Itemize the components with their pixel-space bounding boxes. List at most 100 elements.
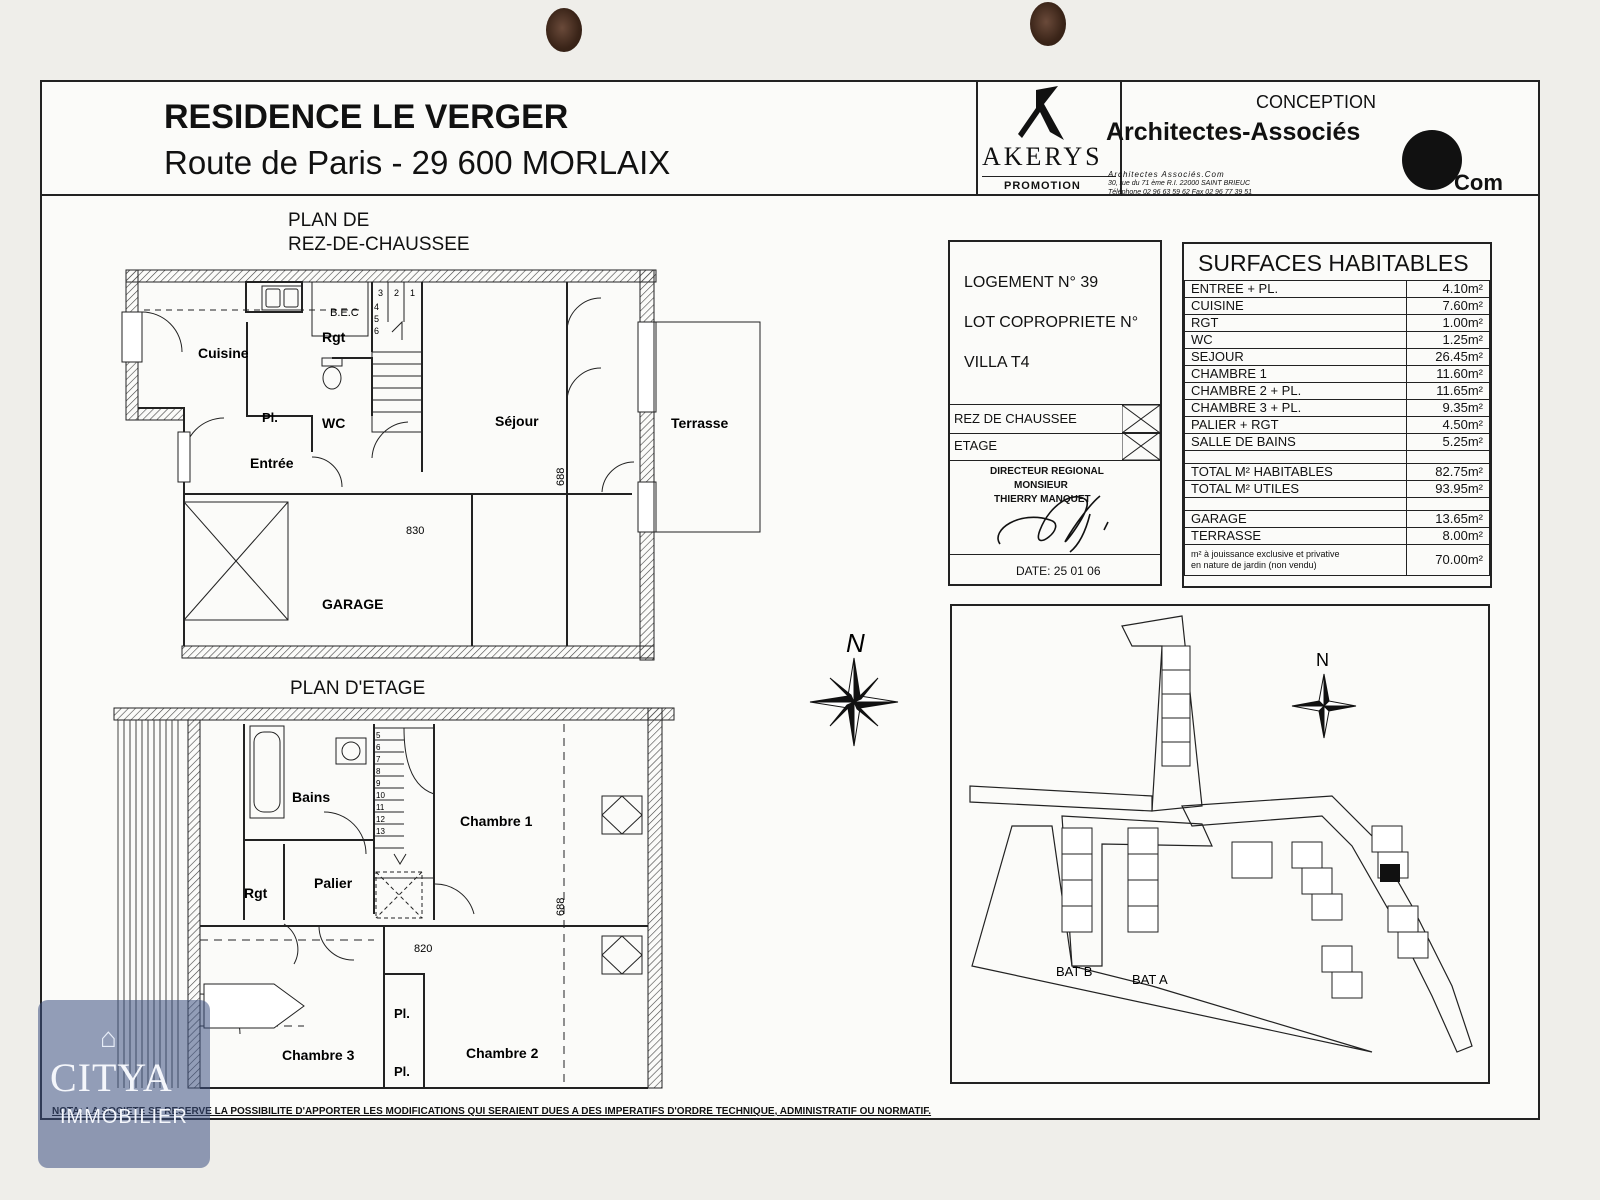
chambre3-window	[203, 983, 305, 1029]
surface-label: ENTREE + PL.	[1184, 280, 1407, 298]
ground-interior-walls	[138, 281, 632, 646]
dimension-688-ground: 688	[555, 468, 567, 486]
citya-watermark: ⌂ CITYA IMMOBILIER	[38, 1000, 210, 1168]
director-line-3: THIERRY MANQUET	[994, 494, 1091, 505]
rdc-check-box	[1122, 405, 1160, 433]
garden-value: 70.00m²	[1405, 544, 1491, 576]
room-palier: Palier	[314, 875, 353, 891]
dimension-830: 830	[406, 525, 424, 537]
residence-title: RESIDENCE LE VERGER	[164, 98, 569, 136]
stair-step-2: 2	[394, 288, 399, 298]
upper-stair-10: 10	[376, 791, 385, 800]
upper-stair-7: 7	[376, 755, 381, 764]
lot-copropriete: LOT COPROPRIETE N°	[964, 314, 1139, 331]
developer-logo-box: AKERYS PROMOTION	[976, 82, 1122, 194]
punch-hole-right	[1030, 2, 1066, 46]
room-cuisine: Cuisine	[198, 345, 249, 361]
total-value: 82.75m²	[1405, 463, 1491, 481]
architect-contact-1: Architectes Associés.Com	[1108, 170, 1225, 179]
etage-row: ETAGE	[950, 432, 1160, 461]
surfaces-box: SURFACES HABITABLES ENTREE + PL.4.10m² C…	[1182, 242, 1492, 588]
annex-label: GARAGE	[1184, 510, 1407, 528]
developer-name: AKERYS	[982, 142, 1103, 171]
terrace-area	[653, 321, 761, 533]
architect-logo-dot	[1402, 130, 1462, 190]
surfaces-title: SURFACES HABITABLES	[1198, 250, 1469, 276]
header-band	[42, 82, 1538, 196]
architect-name: Architectes-Associés	[1106, 118, 1361, 146]
table-row: ENTREE + PL.4.10m²	[1184, 280, 1491, 298]
site-plan: BAT B BAT A N	[969, 615, 1473, 1053]
compass-north-label: N	[846, 632, 865, 658]
surface-value: 4.50m²	[1405, 416, 1491, 434]
watermark-citya: CITYA	[50, 1055, 173, 1100]
upper-stair-6: 6	[376, 743, 381, 752]
kitchen-sink-icon	[261, 285, 303, 311]
room-chambre2: Chambre 2	[466, 1045, 539, 1061]
rdc-label: REZ DE CHAUSSEE	[954, 411, 1077, 426]
surface-label: WC	[1184, 331, 1407, 349]
room-rgt-upper: Rgt	[244, 885, 268, 901]
surface-label: RGT	[1184, 314, 1407, 332]
total-label: TOTAL M² HABITABLES	[1184, 463, 1407, 481]
lot-date: DATE: 25 01 06	[1016, 564, 1101, 578]
table-row-spacer	[1184, 450, 1491, 464]
room-entree: Entrée	[250, 455, 294, 471]
surface-label: PALIER + RGT	[1184, 416, 1407, 434]
akerys-logo-icon	[1018, 86, 1064, 140]
upper-stair-9: 9	[376, 779, 381, 788]
villa-type: VILLA T4	[964, 354, 1030, 371]
plan-sheet: RESIDENCE LE VERGER Route de Paris - 29 …	[40, 80, 1540, 1120]
room-terrasse: Terrasse	[671, 415, 729, 431]
date-divider	[950, 554, 1160, 555]
director-line-1: DIRECTEUR REGIONAL	[990, 466, 1104, 477]
surface-label: CHAMBRE 2 + PL.	[1184, 382, 1407, 400]
dimension-820: 820	[414, 943, 432, 955]
rdc-row: REZ DE CHAUSSEE	[950, 404, 1160, 434]
director-signature	[997, 495, 1109, 553]
upper-outer-walls	[113, 707, 675, 1089]
annex-label: TERRASSE	[1184, 527, 1407, 545]
conception-label: CONCEPTION	[1256, 92, 1377, 112]
surface-value: 11.60m²	[1405, 365, 1491, 383]
footer-note: NOTA: LA SOCIETE SE RESERVE LA POSSIBILI…	[52, 1106, 932, 1117]
site-compass-icon	[1291, 673, 1357, 739]
table-row: CHAMBRE 3 + PL.9.35m²	[1184, 399, 1491, 417]
upper-plan-title: PLAN D'ETAGE	[290, 678, 426, 699]
surface-label: CHAMBRE 3 + PL.	[1184, 399, 1407, 417]
architect-contact-3: Téléphone 02 96 63 59 62 Fax 02 96 77 39…	[1108, 189, 1253, 196]
upper-interior-walls	[200, 724, 648, 1089]
ground-plan-title-1: PLAN DE	[288, 210, 370, 231]
surface-label: CUISINE	[1184, 297, 1407, 315]
room-pl: Pl.	[262, 410, 278, 425]
room-garage: GARAGE	[322, 596, 383, 612]
annex-value: 13.65m²	[1405, 510, 1491, 528]
ground-windows	[121, 311, 657, 533]
surface-value: 5.25m²	[1405, 433, 1491, 451]
surface-value: 7.60m²	[1405, 297, 1491, 315]
surface-label: CHAMBRE 1	[1184, 365, 1407, 383]
toilet-icon	[321, 357, 343, 390]
room-sejour: Séjour	[495, 413, 539, 429]
room-pl-upper-1: Pl.	[394, 1006, 410, 1021]
stair-step-1: 1	[410, 288, 415, 298]
annex-value: 8.00m²	[1405, 527, 1491, 545]
surface-value: 26.45m²	[1405, 348, 1491, 366]
upper-skylights	[601, 795, 643, 975]
lot-info-box: LOGEMENT N° 39 LOT COPROPRIETE N° VILLA …	[948, 240, 1162, 586]
garden-label-1: m² à jouissance exclusive et privative	[1191, 549, 1340, 559]
site-plan-box: BAT B BAT A N	[950, 604, 1490, 1084]
bathtub-icon	[249, 725, 285, 819]
roof-slope-lines	[200, 724, 565, 1088]
